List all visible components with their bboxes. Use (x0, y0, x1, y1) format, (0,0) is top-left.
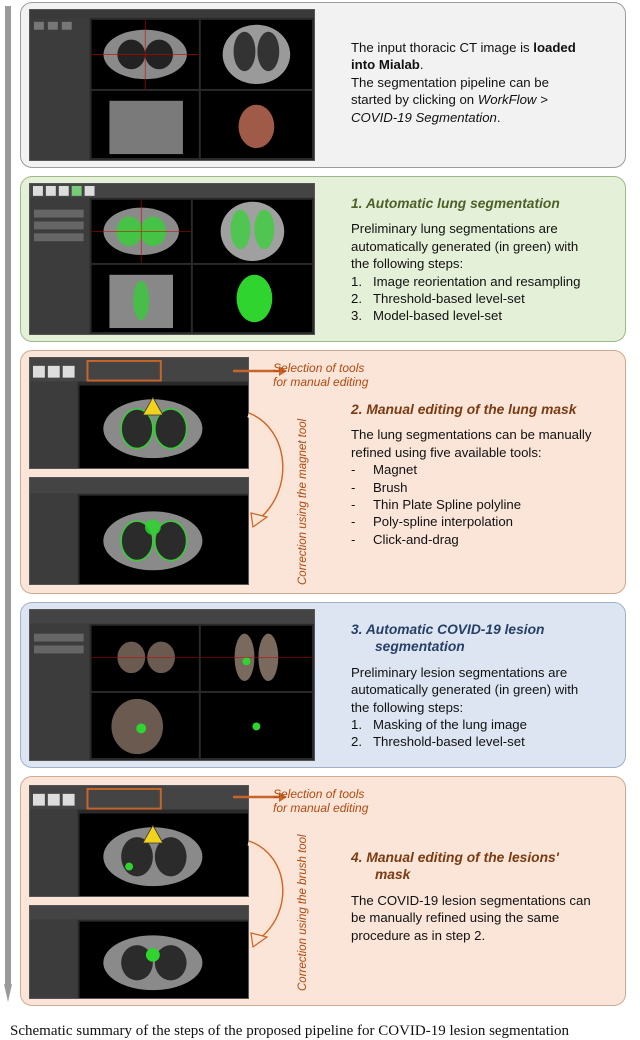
selection-label: Selection of tools for manual editing (273, 361, 368, 389)
tool-dash: - (351, 531, 356, 547)
correction-arrow (247, 409, 288, 529)
tool-name: Poly-spline interpolation (373, 514, 514, 530)
panel5-body-line: procedure as in step 2. (351, 927, 486, 943)
panel1-line1: The input thoracic CT image is (351, 40, 530, 55)
panel5-text: 4. Manual editing of the lesions' mask T… (351, 849, 626, 944)
panel-lung-segmentation: 1. Automatic lung segmentation Prelimina… (20, 176, 626, 342)
panel4-step: 1. Masking of the lung image (351, 716, 626, 733)
panel2-step: 2. Threshold-based level-set (351, 290, 626, 307)
panel4-title: 3. Automatic COVID-19 lesion (351, 622, 545, 637)
selection-arrow (233, 366, 287, 376)
selection-label-line: Selection of tools (273, 787, 365, 801)
selection-label-line: for manual editing (273, 801, 369, 815)
step-text: Threshold-based level-set (373, 734, 525, 750)
step-text: Threshold-based level-set (373, 291, 525, 307)
vertical-label: Correction using the magnet tool (297, 418, 309, 585)
tool-name: Click-and-drag (373, 531, 459, 547)
screenshot-lung-segmentation (29, 183, 315, 335)
panel5-title: 4. Manual editing of the lesions' (351, 850, 559, 865)
panel-manual-lung-editing: Selection of tools for manual editing Co… (20, 350, 626, 594)
tool-item: - Magnet (351, 461, 626, 478)
tool-name: Thin Plate Spline polyline (373, 497, 522, 513)
panel3-intro-line: The lung segmentations can be manually (351, 427, 592, 443)
panel4-title-line2: segmentation (375, 639, 465, 655)
panel2-text: 1. Automatic lung segmentation Prelimina… (351, 195, 626, 325)
panel2-step: 3. Model-based level-set (351, 307, 626, 324)
step-text: Image reorientation and resampling (373, 273, 581, 289)
step-number: 1. (351, 273, 362, 289)
selection-arrow (233, 792, 287, 802)
panel3-intro-line: refined using five available tools: (351, 444, 542, 460)
tool-item: - Thin Plate Spline polyline (351, 496, 626, 513)
screenshot-mialab-input (29, 9, 315, 161)
panel-manual-lesion-editing: Selection of tools for manual editing Co… (20, 776, 626, 1006)
tool-name: Magnet (373, 462, 417, 478)
screenshot-lesion-segmentation (29, 609, 315, 761)
panel4-intro-line: automatically generated (in green) with (351, 682, 579, 698)
panel1-line4: started by clicking on (351, 92, 475, 108)
step-number: 3. (351, 308, 362, 324)
tool-dash: - (351, 479, 356, 495)
panel4-intro-line: Preliminary lesion segmentations are (351, 664, 568, 680)
screenshot-lung-editing-before (29, 357, 249, 469)
panel2-step: 1. Image reorientation and resampling (351, 273, 626, 290)
tool-dash: - (351, 514, 356, 530)
panel-load-image: The input thoracic CT image is loaded in… (20, 2, 626, 168)
step-text: Masking of the lung image (373, 717, 527, 733)
panel1-line3: The segmentation pipeline can be (351, 74, 549, 90)
panel1-line4-italic: WorkFlow > (477, 92, 548, 108)
panel5-title-line2: mask (375, 867, 411, 883)
tool-item: - Click-and-drag (351, 531, 626, 548)
panel3-title: 2. Manual editing of the lung mask (351, 402, 577, 417)
selection-label: Selection of tools for manual editing (273, 787, 368, 815)
selection-label-line: for manual editing (273, 375, 369, 389)
panel2-intro-line: Preliminary lung segmentations are (351, 221, 558, 237)
panel1-line5-italic: COVID-19 Segmentation (351, 109, 497, 125)
panel1-text: The input thoracic CT image is loaded in… (351, 39, 626, 126)
panel2-intro-line: the following steps: (351, 256, 464, 272)
panel1-line5-rest: . (496, 109, 501, 125)
panel2-title: 1. Automatic lung segmentation (351, 196, 560, 211)
panel1-line2-rest: . (419, 57, 424, 73)
step-number: 2. (351, 291, 362, 307)
panel4-text: 3. Automatic COVID-19 lesion segmentatio… (351, 621, 626, 751)
panel4-intro-line: the following steps: (351, 699, 464, 715)
step-text: Model-based level-set (373, 308, 503, 324)
panel-lesion-segmentation: 3. Automatic COVID-19 lesion segmentatio… (20, 602, 626, 768)
panel1-line1-bold: loaded (533, 40, 576, 55)
panel1-line2-bold: into Mialab (351, 57, 420, 73)
panel2-intro-line: automatically generated (in green) with (351, 238, 579, 254)
screenshot-lesion-editing-after (29, 905, 249, 999)
correction-arrow (247, 837, 288, 949)
tool-dash: - (351, 462, 356, 478)
flow-arrow (4, 6, 12, 1002)
selection-label-line: Selection of tools (273, 361, 365, 375)
step-number: 2. (351, 734, 362, 750)
step-number: 1. (351, 717, 362, 733)
panel5-body-line: be manually refined using the same (351, 910, 560, 926)
panel4-step: 2. Threshold-based level-set (351, 733, 626, 750)
tool-item: - Brush (351, 479, 626, 496)
panel5-body-line: The COVID-19 lesion segmentations can (351, 892, 591, 908)
vertical-label: Correction using the brush tool (297, 834, 309, 991)
screenshot-lung-editing-after (29, 477, 249, 585)
figure-caption: Schematic summary of the steps of the pr… (10, 1023, 570, 1039)
screenshot-lesion-editing-before (29, 785, 249, 897)
tool-name: Brush (373, 479, 408, 495)
panel3-text: 2. Manual editing of the lung mask The l… (351, 401, 626, 548)
tool-dash: - (351, 497, 356, 513)
tool-item: - Poly-spline interpolation (351, 513, 626, 530)
